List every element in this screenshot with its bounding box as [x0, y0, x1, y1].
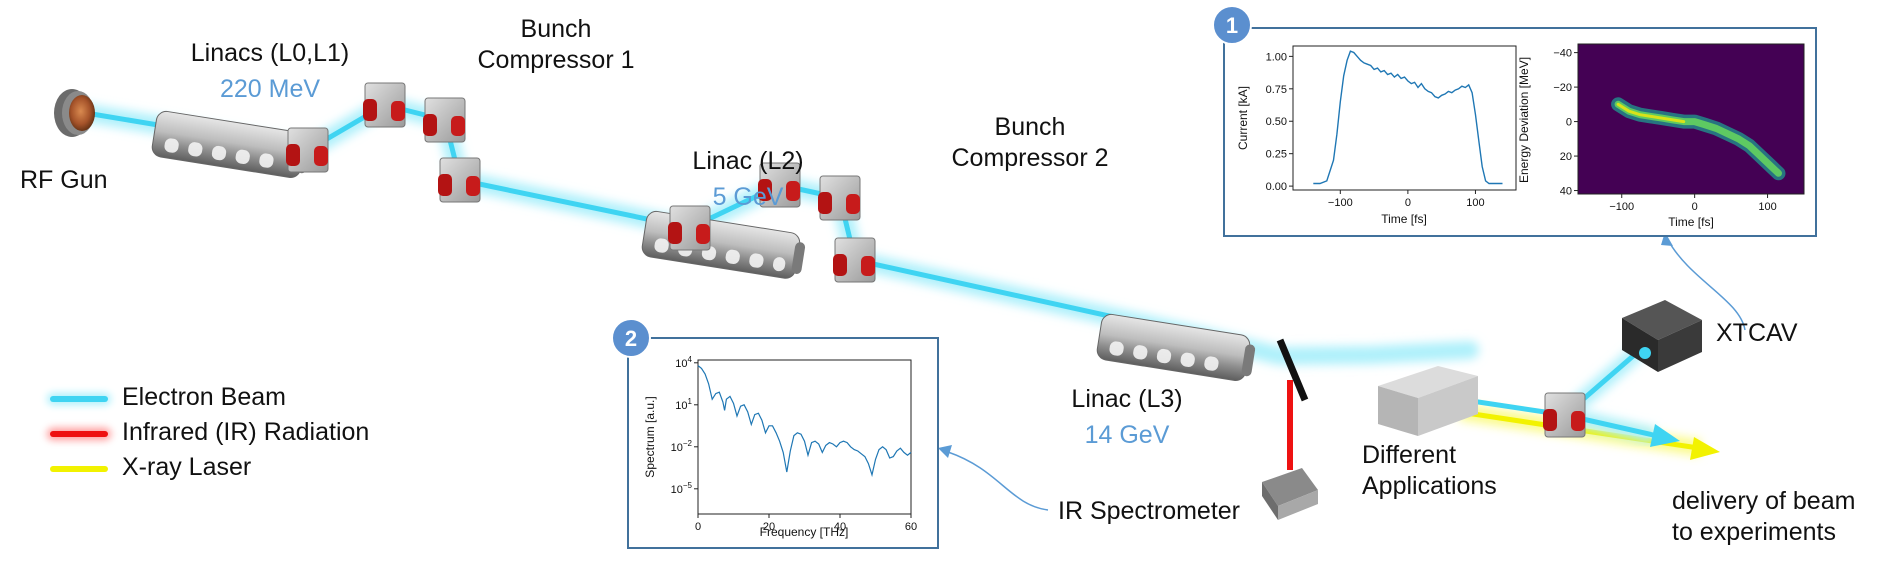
- dipole-magnet-7: [818, 175, 861, 221]
- energy-ylabel: Energy Deviation [MeV]: [1517, 57, 1531, 183]
- ir-spectrum-line: [697, 365, 912, 478]
- dipole-magnet-4: [438, 157, 481, 203]
- energy-deviation-chart: −100 0 100 −40 −20 0 20 40 Time [fs] Energy Dev…: [1517, 43, 1805, 229]
- current-xtick-label: 0: [1405, 197, 1411, 209]
- spectrum-xtick-label: 0: [695, 521, 701, 533]
- current-ytick-label: 1.00: [1266, 51, 1287, 63]
- current-ylabel: Current [kA]: [1236, 86, 1250, 150]
- legend-swatch-ir-radiation: [50, 431, 108, 437]
- label-bunch-compressor-1: Bunch Compressor 1: [478, 14, 635, 75]
- label-xtcav: XTCAV: [1716, 319, 1798, 347]
- inset-2-badge-text: 2: [625, 326, 637, 351]
- legend-label-xray-laser: X-ray Laser: [122, 453, 252, 481]
- energy-ytick-label: 0: [1566, 117, 1572, 129]
- spectrum-ytick-label: 101: [675, 397, 692, 412]
- spectrum-xtick-label: 40: [834, 521, 846, 533]
- ir-callout-arrowhead: [938, 445, 952, 458]
- energy-xlabel: Time [fs]: [1668, 215, 1714, 229]
- current-xtick-label: −100: [1328, 197, 1353, 209]
- bc1-line-1: Bunch: [520, 15, 592, 43]
- current-profile-chart: −100 0 100 0.00 0.25 0.50 0.75 1.00 Time [fs] C…: [1236, 45, 1517, 226]
- xtcav-device-icon: [1622, 300, 1702, 372]
- dipole-magnet-9: [1543, 392, 1586, 438]
- rf-gun-icon: [54, 89, 95, 137]
- dipole-magnets: [286, 82, 1586, 438]
- label-rf-gun: RF Gun: [20, 166, 108, 194]
- bc2-line-2: Compressor 2: [951, 143, 1109, 172]
- label-linac-l3-energy: 14 GeV: [1084, 421, 1170, 449]
- legend-label-electron-beam: Electron Beam: [122, 383, 286, 411]
- label-linacs-l0-l1-energy: 220 MeV: [219, 75, 321, 103]
- electron-arrowhead: [1650, 424, 1680, 447]
- ir-spectrometer-device-icon: [1262, 468, 1318, 520]
- label-ir-spectrometer: IR Spectrometer: [1058, 497, 1241, 525]
- inset-panel-1: 1 −100 0 100 0.00 0.25 0.50 0.75 1.00 Time [fs]…: [1212, 5, 1817, 237]
- bc1-line-2: Compressor 1: [477, 45, 635, 74]
- label-linacs-l0-l1: Linacs (L0,L1): [190, 39, 350, 67]
- label-linac-l2: Linac (L2): [692, 147, 804, 175]
- current-ytick-label: 0.25: [1266, 149, 1287, 161]
- spectrum-ytick-label: 104: [675, 355, 692, 370]
- inset-panel-2: 2 0 20 40 60 104 101 10−2 10−5 Frequency [THz] …: [611, 318, 939, 549]
- dipole-magnet-5: [668, 205, 711, 251]
- bc2-line-1: Bunch: [994, 113, 1066, 141]
- current-ytick-label: 0.50: [1266, 116, 1287, 128]
- inset-1-badge-text: 1: [1226, 13, 1238, 38]
- xray-arrowhead: [1690, 437, 1720, 460]
- spectrum-ylabel: Spectrum [a.u.]: [643, 396, 657, 477]
- spectrum-xlabel: Frequency [THz]: [760, 525, 849, 539]
- dipole-magnet-1: [286, 127, 329, 173]
- xtcav-callout-connector: [1667, 239, 1746, 331]
- ir-mirror-icon: [1276, 338, 1309, 402]
- ir-spectrum-chart: 0 20 40 60 104 101 10−2 10−5 Frequency [THz] Sp…: [643, 355, 917, 539]
- applications-chamber-icon: [1378, 366, 1478, 436]
- spectrum-xtick-label: 60: [905, 521, 917, 533]
- linac-l3-icon: [1096, 313, 1256, 381]
- energy-xtick-label: 0: [1692, 201, 1698, 213]
- label-different-applications: Different Applications: [1362, 440, 1497, 501]
- energy-ytick-label: 20: [1560, 151, 1572, 163]
- current-ytick-label: 0.00: [1266, 181, 1287, 193]
- ir-spectrometer-callout-connector: [947, 451, 1049, 511]
- label-linac-l2-energy: 5 GeV: [712, 183, 784, 211]
- energy-xtick-label: −100: [1609, 201, 1634, 213]
- label-bunch-compressor-2: Bunch Compressor 2: [952, 112, 1109, 173]
- dipole-magnet-3: [423, 97, 466, 143]
- spectrum-ytick-label: 10−5: [671, 481, 693, 496]
- dipole-magnet-2: [363, 82, 406, 128]
- energy-ytick-label: 40: [1560, 186, 1572, 198]
- label-linac-l3: Linac (L3): [1071, 385, 1183, 413]
- apps-line-1: Different: [1362, 441, 1457, 469]
- energy-xtick-label: 100: [1758, 201, 1776, 213]
- legend-label-ir-radiation: Infrared (IR) Radiation: [122, 418, 370, 446]
- current-ytick-label: 0.75: [1266, 84, 1287, 96]
- dipole-magnet-6: [758, 162, 801, 208]
- inset-2-badge: [611, 318, 651, 358]
- current-xlabel: Time [fs]: [1381, 212, 1427, 226]
- apps-line-2: Applications: [1362, 471, 1497, 500]
- current-profile-line: [1313, 50, 1503, 185]
- heatmap-ridge-core: [1616, 102, 1686, 124]
- legend-swatch-xray-laser: [50, 466, 108, 472]
- legend-swatch-electron-beam: [50, 396, 108, 402]
- spectrum-ytick-label: 10−2: [671, 439, 693, 454]
- dipole-magnet-8: [833, 237, 876, 283]
- delivery-line-1: delivery of beam: [1672, 487, 1856, 515]
- delivery-line-2: to experiments: [1672, 517, 1836, 546]
- inset-1-badge: [1212, 5, 1252, 45]
- current-xtick-label: 100: [1466, 197, 1484, 209]
- energy-ytick-label: −20: [1553, 82, 1572, 94]
- label-delivery: delivery of beam to experiments: [1672, 486, 1855, 547]
- spectrum-xtick-label: 20: [763, 521, 775, 533]
- energy-ytick-label: −40: [1553, 48, 1572, 60]
